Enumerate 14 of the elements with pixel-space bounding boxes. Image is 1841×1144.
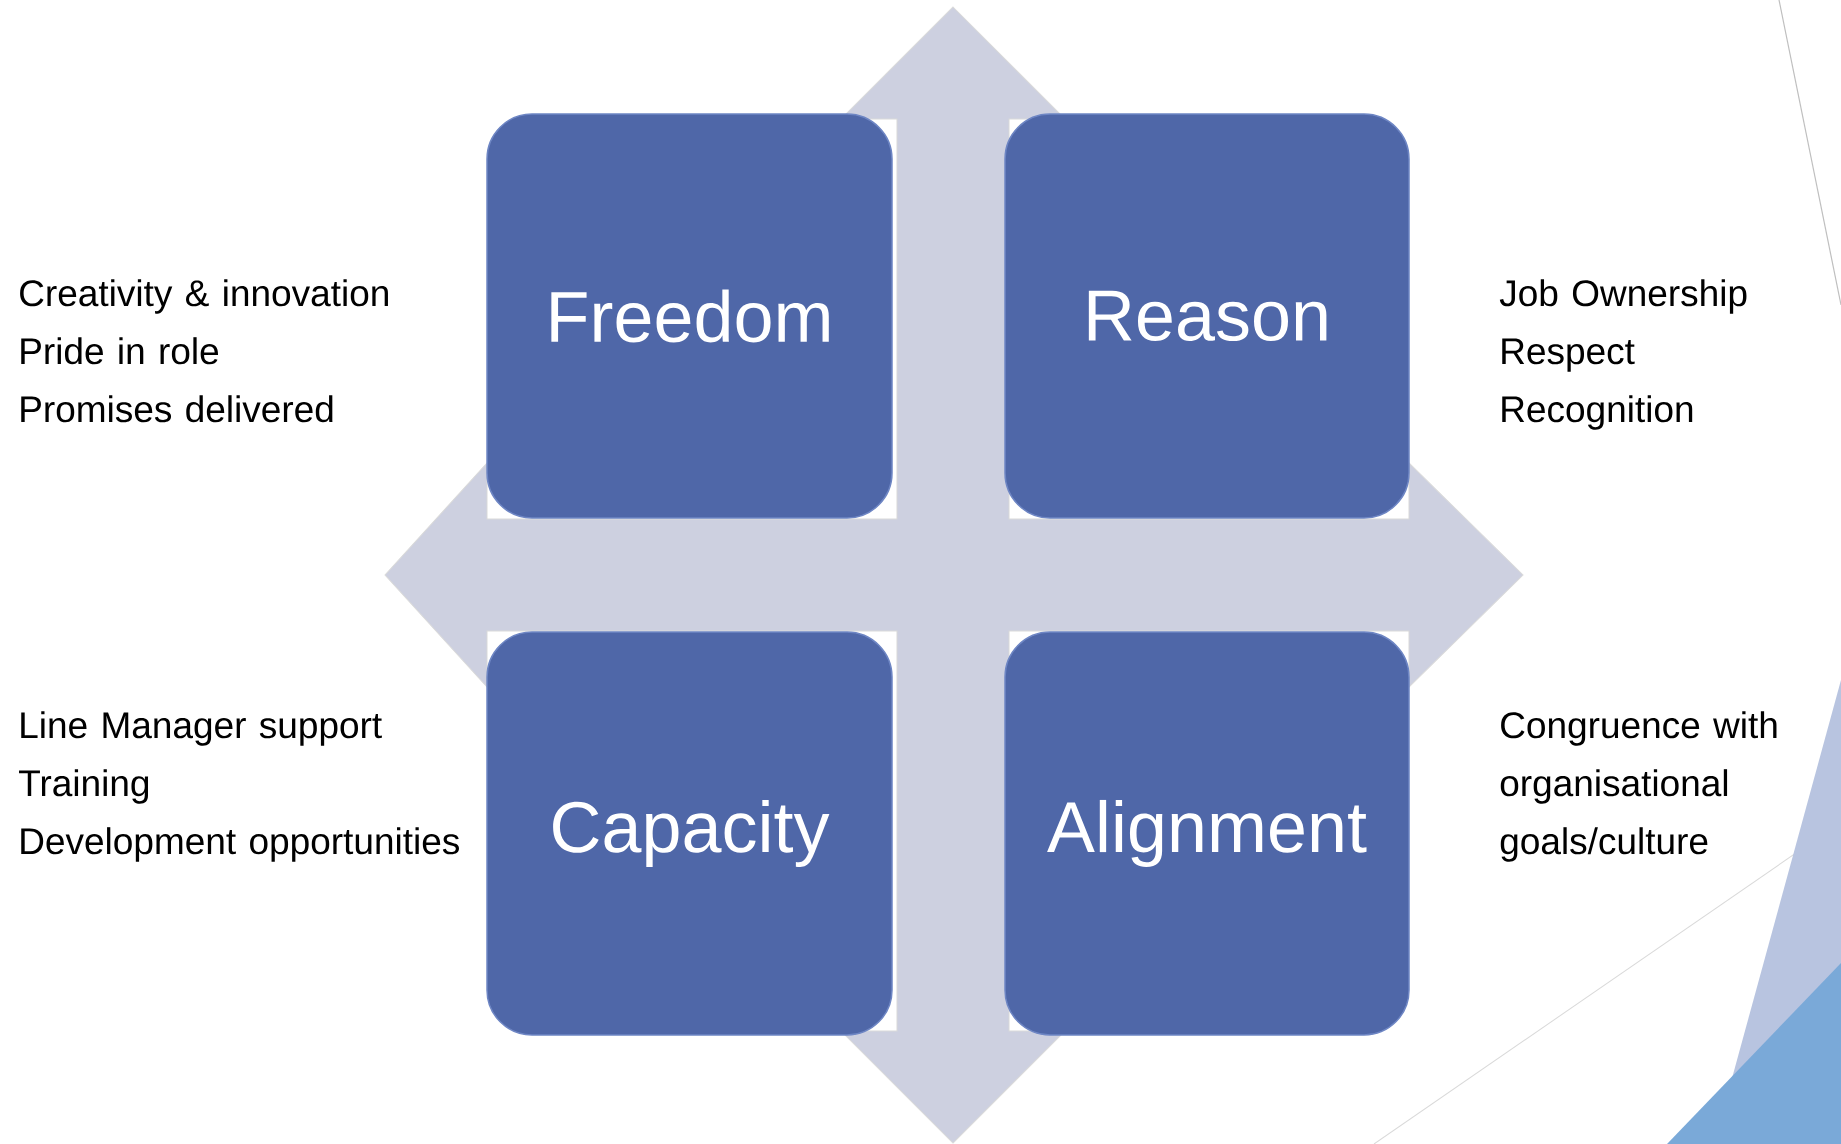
list-item: Respect <box>1502 338 1635 372</box>
quadrant-box: Freedom <box>486 113 893 519</box>
list-item: Job Ownership <box>1499 279 1747 314</box>
list-item: Training <box>19 769 149 804</box>
list-item: Pride in role <box>21 337 219 365</box>
quadrant-box: Reason <box>1004 113 1410 519</box>
list-item: Line Manager support <box>21 711 382 746</box>
list-item: Promises delivered <box>21 395 333 423</box>
list-item: Creativity & innovation <box>20 279 388 314</box>
list-item: Development opportunities <box>21 827 459 862</box>
list-item: Recognition <box>1502 395 1693 430</box>
list-item: Congruence with organisational goals/culture <box>1500 711 1777 862</box>
quadrant-box: Alignment <box>1004 631 1410 1036</box>
quadrant-box: Capacity <box>486 631 893 1036</box>
